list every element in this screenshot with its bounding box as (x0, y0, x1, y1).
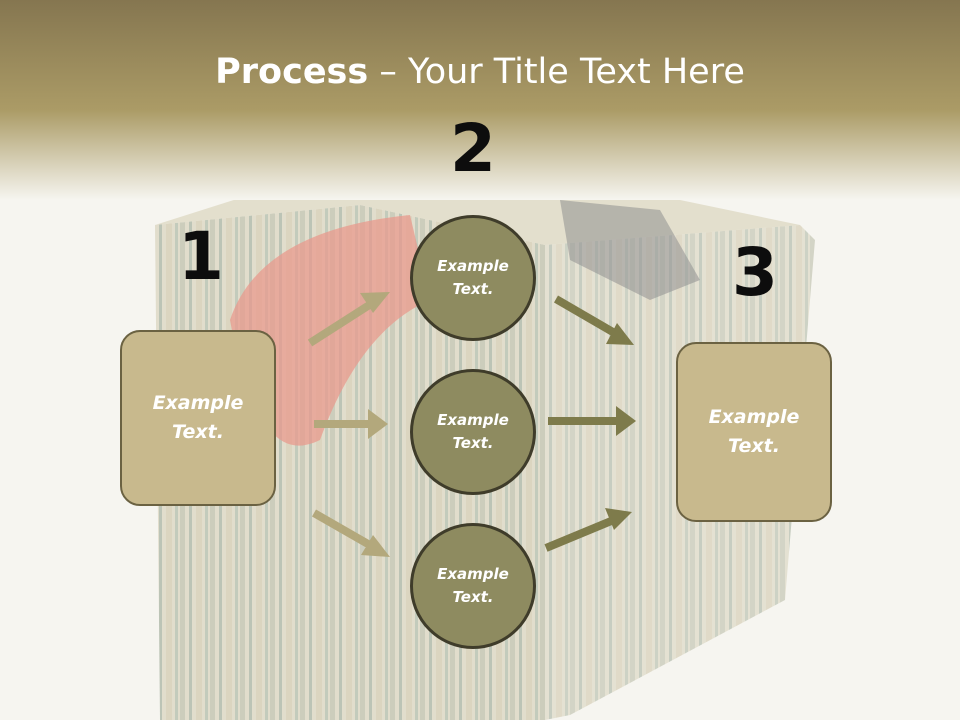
slide-title: Process – Your Title Text Here (0, 52, 960, 92)
arrow-left-middle (314, 409, 388, 439)
arrow-right-middle (548, 406, 636, 436)
circle-bottom-line2: Text. (452, 588, 494, 606)
circle-middle-line2: Text. (452, 434, 494, 452)
step2-circle-bottom: Example Text. (410, 523, 536, 649)
circle-middle-line1: Example (437, 411, 509, 429)
step3-text-line2: Text. (728, 435, 780, 457)
step3-text-line1: Example (708, 406, 800, 428)
step2-circle-top: Example Text. (410, 215, 536, 341)
circle-bottom-line1: Example (437, 565, 509, 583)
circle-top-line1: Example (437, 257, 509, 275)
step-number-1: 1 (178, 218, 224, 295)
arrow-left-top (307, 292, 390, 347)
circle-top-line2: Text. (452, 280, 494, 298)
arrow-right-top (553, 295, 634, 345)
step2-circle-middle: Example Text. (410, 369, 536, 495)
step-number-3: 3 (732, 234, 778, 311)
title-rest: – Your Title Text Here (368, 52, 745, 92)
step3-text-box: Example Text. (676, 342, 832, 522)
arrow-left-bottom (312, 509, 390, 557)
title-bold: Process (215, 52, 369, 92)
step1-text-line1: Example (152, 392, 244, 414)
arrow-right-bottom (544, 508, 632, 552)
step1-text-line2: Text. (172, 421, 224, 443)
step-number-2: 2 (450, 110, 496, 187)
step1-text-box: Example Text. (120, 330, 276, 506)
